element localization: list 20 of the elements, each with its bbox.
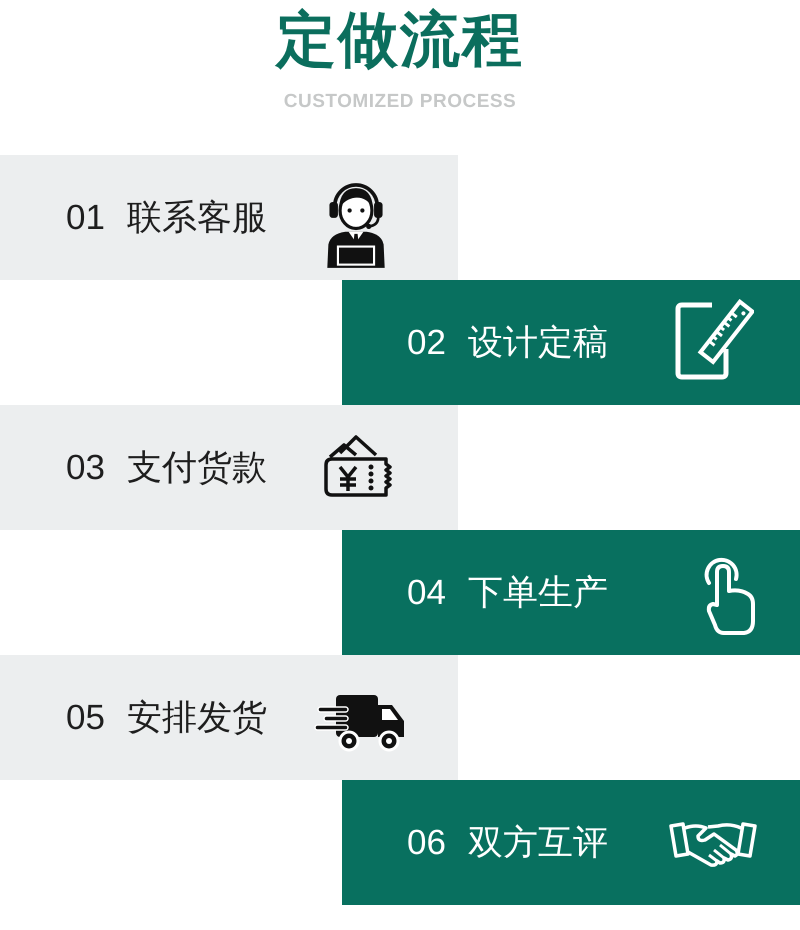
- step-title: 设计定稿: [468, 322, 608, 364]
- subtitle: CUSTOMIZED PROCESS: [284, 91, 516, 112]
- step-box: [342, 780, 800, 905]
- step-box: [342, 280, 800, 405]
- step-title: 支付货款: [126, 446, 267, 488]
- step-number: 03: [66, 446, 105, 488]
- step-number: 02: [407, 322, 446, 364]
- step-box: [342, 530, 800, 655]
- step-box: [0, 155, 458, 280]
- step-title: 安排发货: [126, 696, 267, 738]
- step-number: 04: [407, 572, 446, 614]
- step-box: [0, 655, 458, 780]
- step-title: 联系客服: [126, 196, 267, 238]
- step-box: [0, 405, 458, 530]
- step-number: 06: [407, 822, 446, 864]
- step-title: 双方互评: [468, 822, 608, 864]
- title: 定做流程: [276, 6, 524, 73]
- step-title: 下单生产: [468, 572, 608, 614]
- step-number: 05: [66, 696, 105, 738]
- step-number: 01: [66, 196, 105, 238]
